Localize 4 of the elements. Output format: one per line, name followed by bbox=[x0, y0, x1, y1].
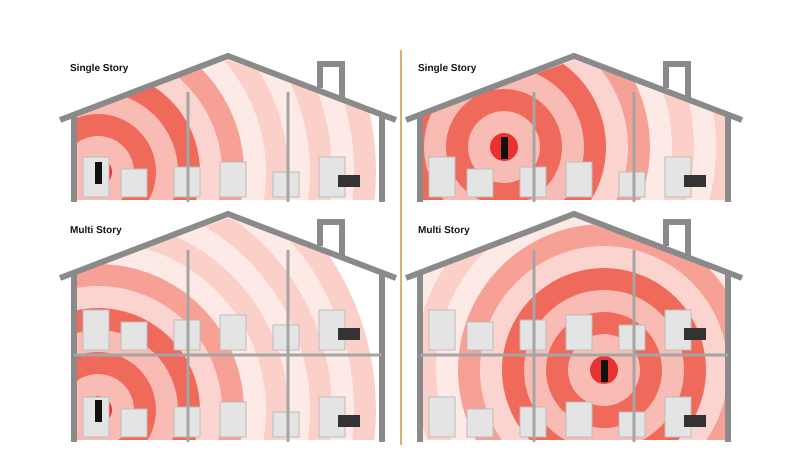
panel-heading: Single Story bbox=[418, 63, 476, 74]
panel-heading: Multi Story bbox=[418, 225, 470, 236]
panel-heading: Single Story bbox=[70, 63, 128, 74]
panel-heading: Multi Story bbox=[70, 225, 122, 236]
